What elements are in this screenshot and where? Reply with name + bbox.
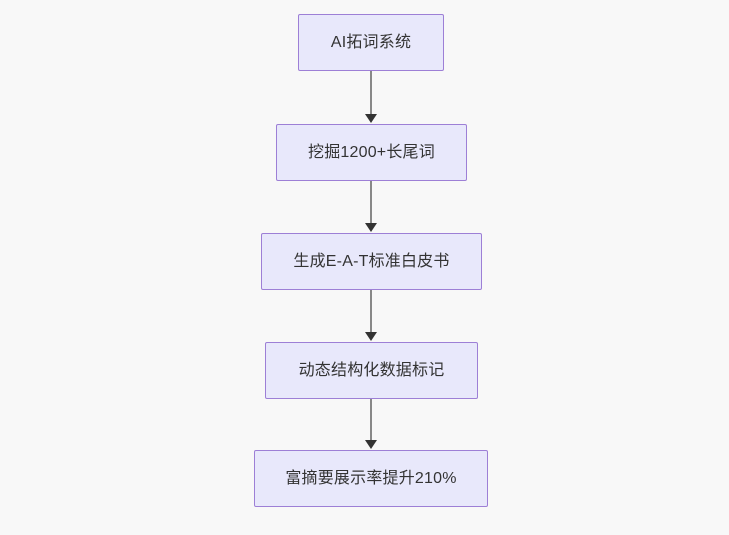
edge-line (370, 71, 372, 116)
arrowhead-icon (365, 223, 377, 232)
flow-node-label: AI拓词系统 (330, 33, 412, 51)
edge-line (370, 399, 372, 442)
flow-node-label: 富摘要展示率提升210% (285, 469, 457, 487)
flow-node-label: 挖掘1200+长尾词 (308, 143, 435, 161)
flow-node-rich-snippet-rate-increase[interactable]: 富摘要展示率提升210% (254, 450, 488, 507)
flow-node-ai-keyword-system[interactable]: AI拓词系统 (298, 14, 444, 71)
arrowhead-icon (365, 114, 377, 123)
edge-line (370, 290, 372, 334)
edge-line (370, 181, 372, 225)
flow-node-dynamic-structured-data-markup[interactable]: 动态结构化数据标记 (265, 342, 478, 399)
flow-node-label: 生成E-A-T标准白皮书 (293, 252, 450, 270)
flow-node-label: 动态结构化数据标记 (298, 361, 445, 379)
arrowhead-icon (365, 440, 377, 449)
flow-node-generate-eat-whitepaper[interactable]: 生成E-A-T标准白皮书 (261, 233, 482, 290)
flow-node-mine-longtail-keywords[interactable]: 挖掘1200+长尾词 (276, 124, 467, 181)
arrowhead-icon (365, 332, 377, 341)
